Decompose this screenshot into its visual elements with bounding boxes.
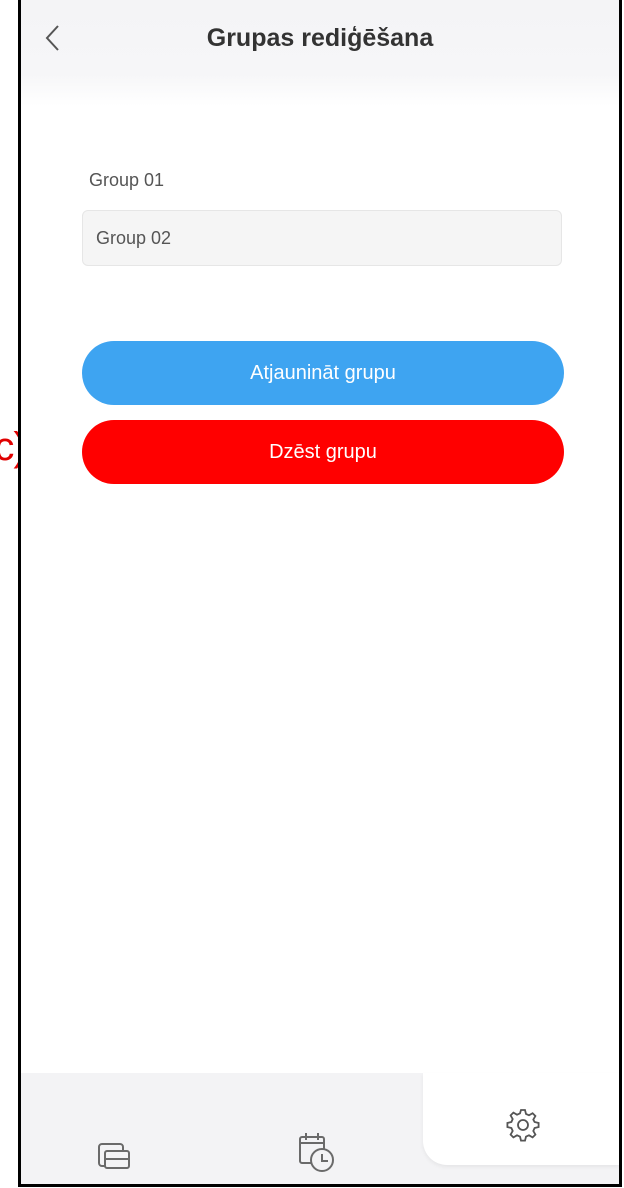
- settings-gear-icon: [506, 1109, 540, 1142]
- nav-settings[interactable]: [505, 1107, 541, 1148]
- back-button[interactable]: [41, 20, 65, 56]
- group-field-label: Group 01: [89, 170, 165, 190]
- nav-active-panel: [423, 1073, 619, 1165]
- chevron-left-icon: [45, 25, 59, 51]
- schedule-icon: [299, 1133, 334, 1172]
- nav-schedule[interactable]: [297, 1131, 337, 1178]
- bottom-nav: [21, 1073, 619, 1184]
- devices-icon: [98, 1143, 130, 1169]
- delete-group-button[interactable]: Dzēst grupu: [82, 420, 564, 484]
- update-group-button[interactable]: Atjaunināt grupu: [82, 341, 564, 405]
- group-name-input[interactable]: [82, 210, 562, 266]
- app-screen: Grupas rediģēšana Group 01 Atjaunināt gr…: [18, 0, 622, 1187]
- nav-left-panel: [21, 1099, 421, 1184]
- page-title: Grupas rediģēšana: [206, 24, 434, 52]
- header-bar: Grupas rediģēšana: [21, 0, 619, 106]
- nav-devices[interactable]: [97, 1142, 131, 1177]
